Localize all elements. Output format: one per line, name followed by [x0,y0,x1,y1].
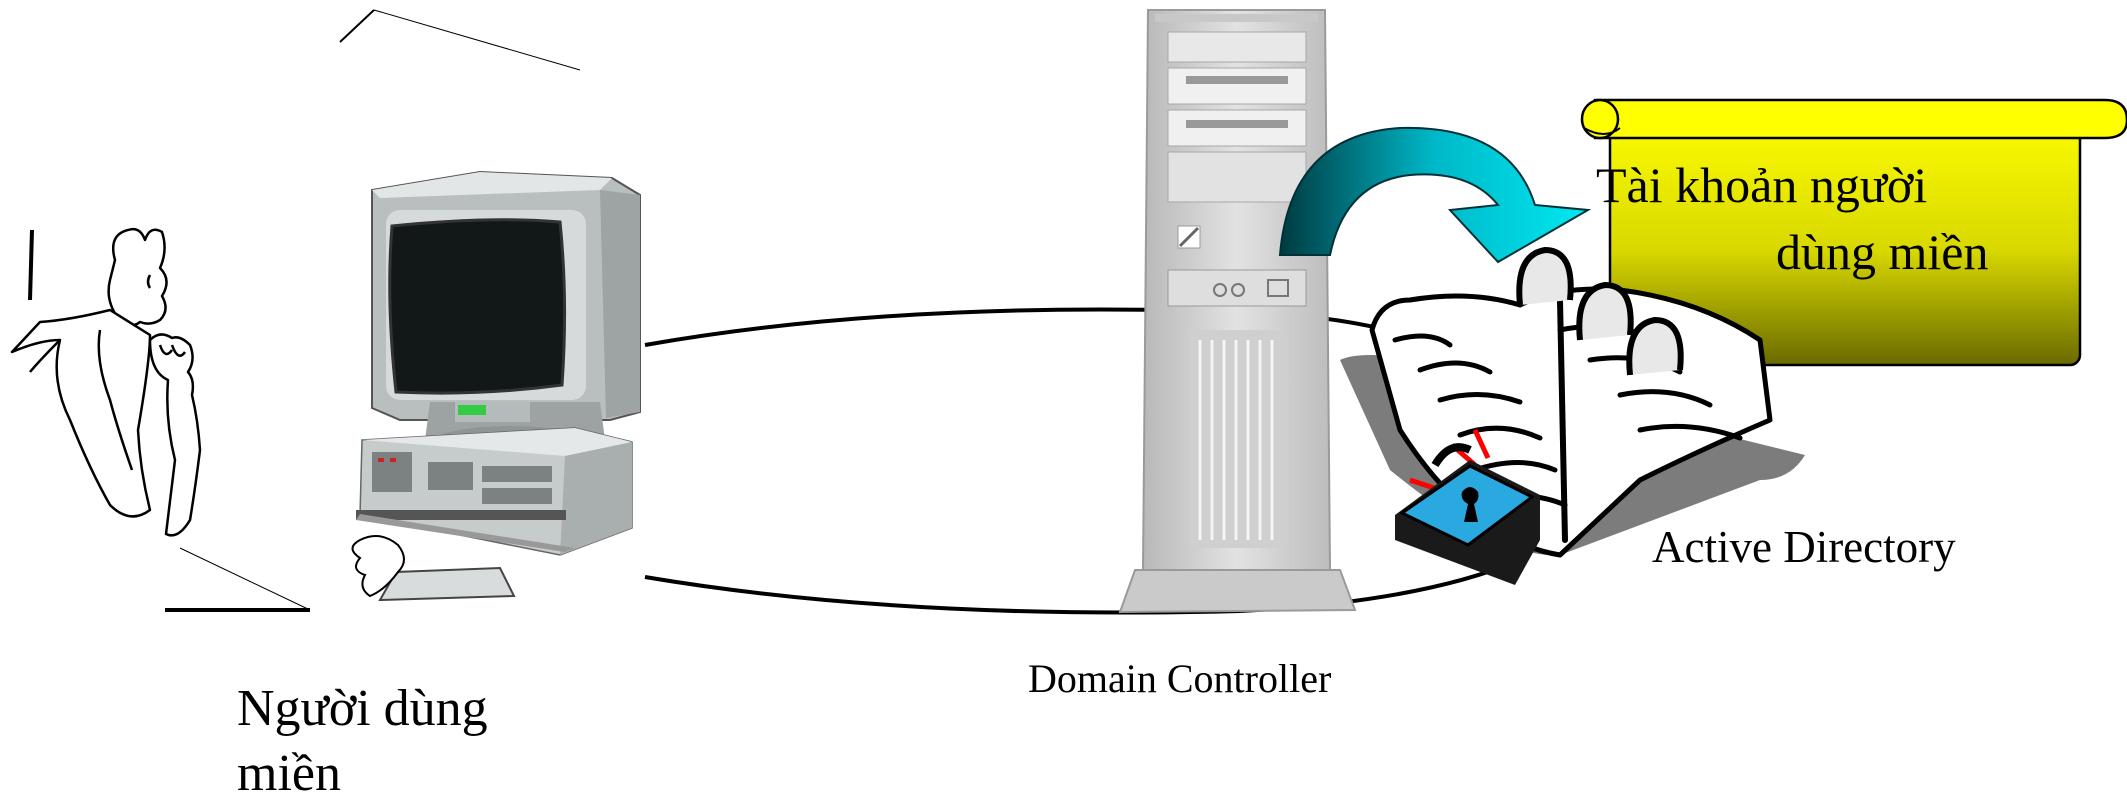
scroll-banner-icon [1580,98,2127,367]
sketch-lines [165,9,581,612]
person-icon [10,227,202,537]
desktop-computer-icon [351,170,641,602]
account-label: Tài khoản người dùng miền [1596,152,1988,286]
active-directory-label: Active Directory [1652,522,1956,572]
padlock-icon [1395,428,1540,585]
user-label-line1: Người dùng [237,680,488,737]
server-tower-icon [1118,9,1357,614]
user-label: Người dùng miền [237,676,488,806]
account-label-line2: dùng miền [1776,224,1989,280]
account-label-line1: Tài khoản người [1596,157,1928,213]
user-label-line2: miền [237,745,341,802]
domain-controller-label: Domain Controller [1028,656,1332,701]
curved-arrow-icon [1278,126,1592,264]
